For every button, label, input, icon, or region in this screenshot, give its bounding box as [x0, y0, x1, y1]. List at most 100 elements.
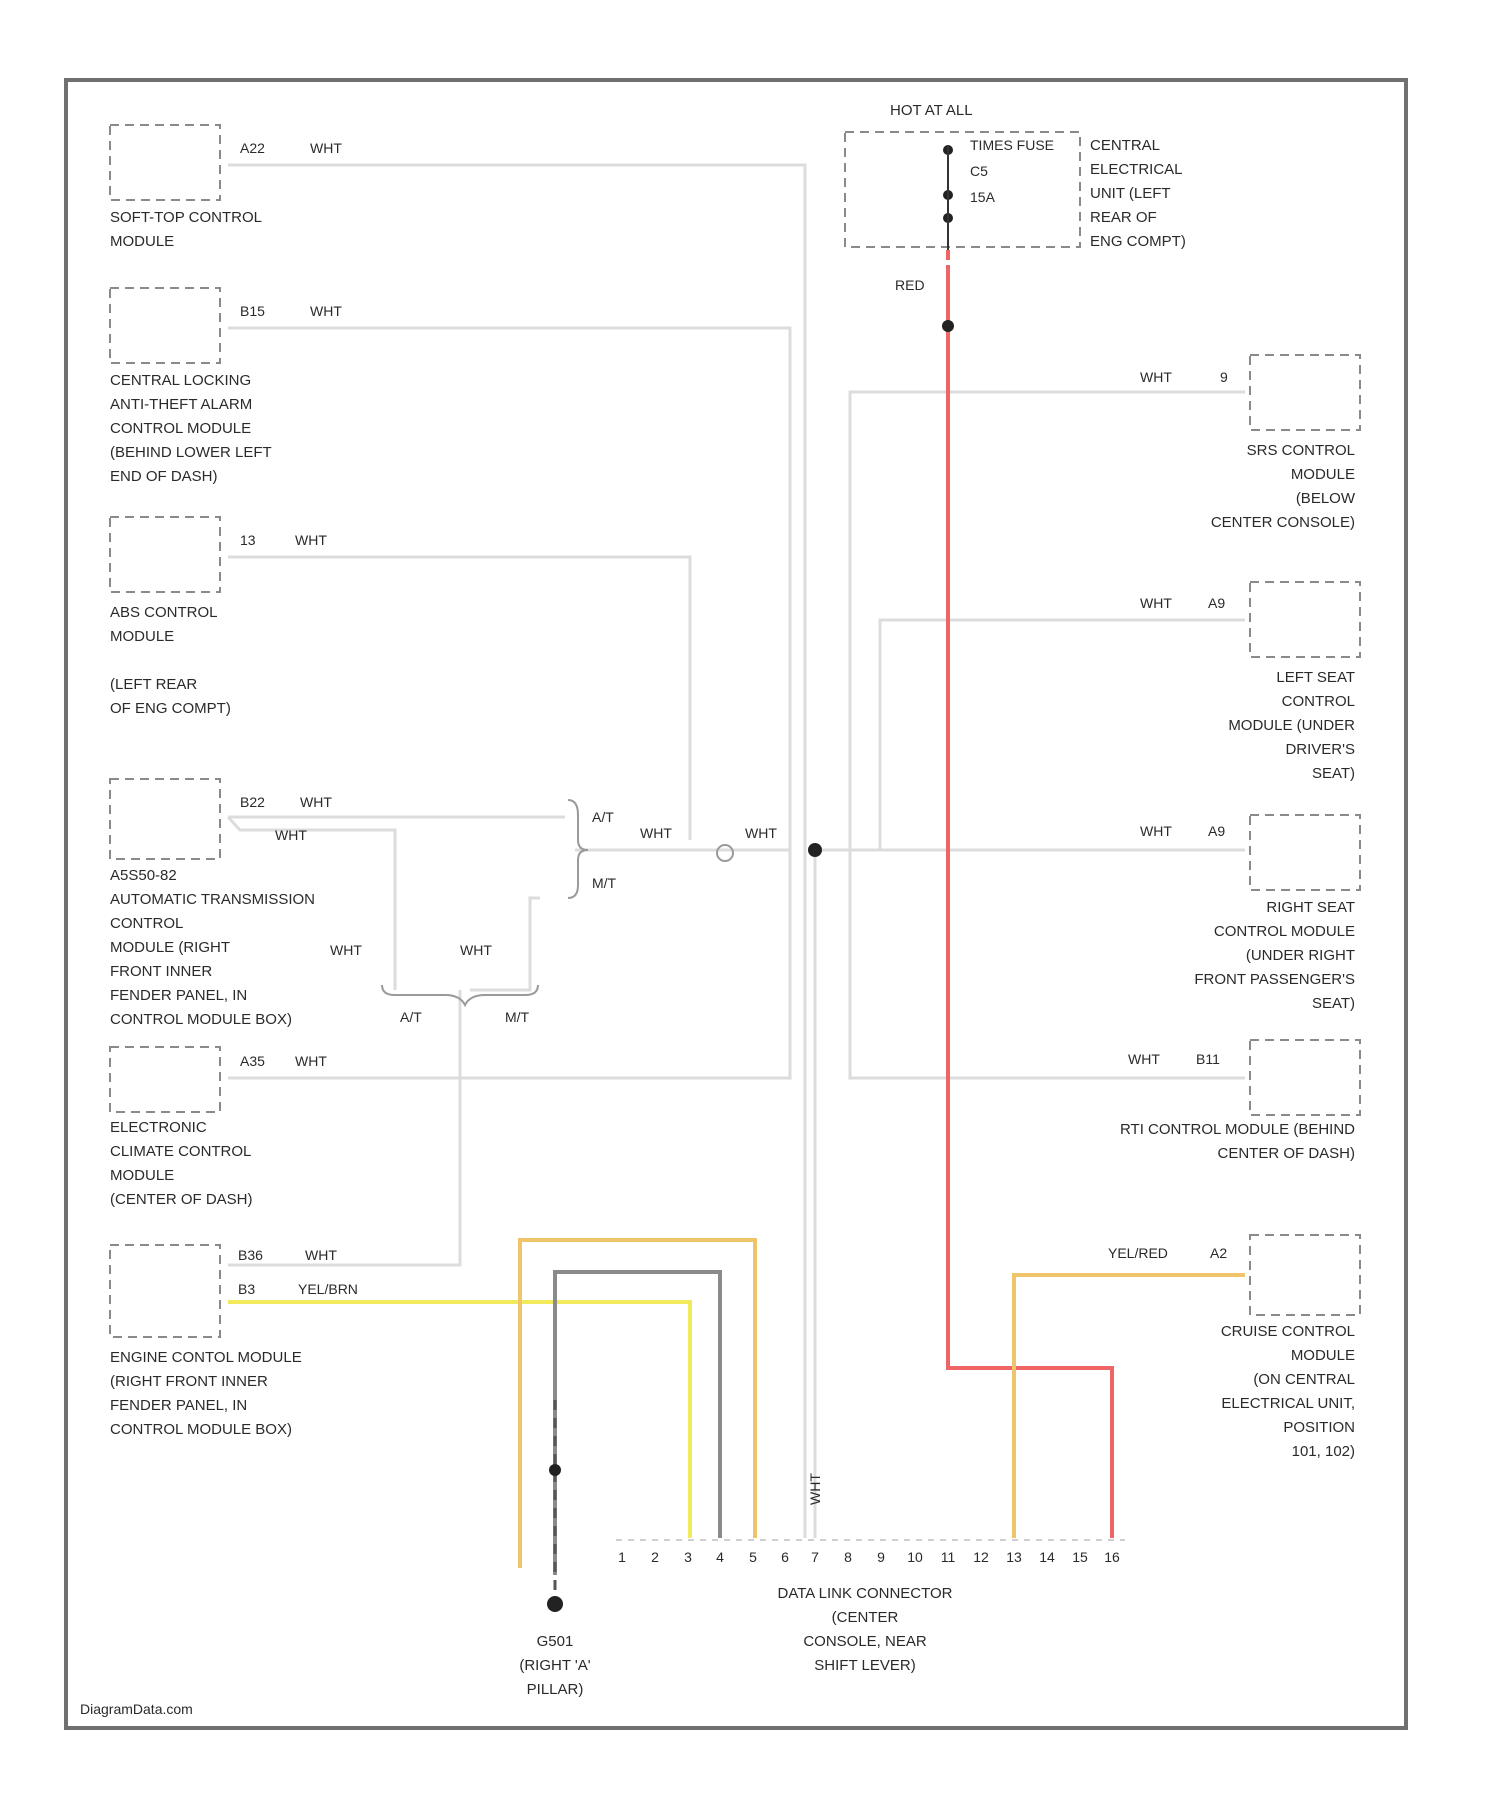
trans-label-1: A5S50-82: [110, 867, 177, 884]
dlc-label-4: SHIFT LEVER): [814, 1657, 915, 1674]
engine-label-1: ENGINE CONTOL MODULE: [110, 1349, 302, 1366]
ground-label-1: G501: [537, 1633, 574, 1650]
brace-lower-at: A/T: [400, 1009, 422, 1025]
trans-label-4: MODULE (RIGHT: [110, 939, 230, 956]
inline-connector: [717, 845, 733, 861]
rti-label-2: CENTER OF DASH): [1217, 1145, 1355, 1162]
central-locking-label-1: CENTRAL LOCKING: [110, 372, 251, 389]
white-wires: [228, 165, 1245, 1538]
abs-label-4: (LEFT REAR: [110, 676, 197, 693]
soft-top-wire-color: WHT: [310, 140, 342, 156]
dlc-label-3: CONSOLE, NEAR: [803, 1633, 927, 1650]
fuse-box-label-3: UNIT (LEFT: [1090, 185, 1171, 202]
engine-label-3: FENDER PANEL, IN: [110, 1397, 247, 1414]
central-locking-wire-color: WHT: [310, 303, 342, 319]
trans-module-box: [110, 779, 220, 859]
dlc-pin-11: 11: [941, 1549, 956, 1565]
ground-splice: [549, 1464, 561, 1476]
abs-module-box: [110, 517, 220, 592]
central-locking-label-5: END OF DASH): [110, 468, 218, 485]
dlc-pin-4: 4: [716, 1549, 724, 1565]
climate-label-4: (CENTER OF DASH): [110, 1191, 253, 1208]
engine-module-box: [110, 1245, 220, 1337]
trans-label-5: FRONT INNER: [110, 963, 212, 980]
dlc-pin-13: 13: [1006, 1549, 1022, 1565]
right-seat-module-box: [1250, 815, 1360, 890]
srs-module-box: [1250, 355, 1360, 430]
cruise-label-4: ELECTRICAL UNIT,: [1221, 1395, 1355, 1412]
engine-wire-color-b: YEL/BRN: [298, 1281, 358, 1297]
fuse-box-label-2: ELECTRICAL: [1090, 161, 1183, 178]
fuse-row-1: C5: [970, 163, 988, 179]
soft-top-module-box: [110, 125, 220, 200]
watermark: DiagramData.com: [80, 1701, 193, 1717]
cruise-pin: A2: [1210, 1245, 1227, 1261]
climate-label-3: MODULE: [110, 1167, 174, 1184]
dlc-pin-numbers: 1 2 3 4 5 6 7 8 9 10 11 12 13 14 15 16: [618, 1549, 1120, 1565]
left-seat-label-4: DRIVER'S: [1285, 741, 1355, 758]
left-seat-label-1: LEFT SEAT: [1276, 669, 1355, 686]
srs-wire-color: WHT: [1140, 369, 1172, 385]
right-seat-label-3: (UNDER RIGHT: [1246, 947, 1355, 964]
dlc-label-1: DATA LINK CONNECTOR: [777, 1585, 952, 1602]
dlc-pin-14: 14: [1039, 1549, 1055, 1565]
srs-pin: 9: [1220, 369, 1228, 385]
cruise-module-box: [1250, 1235, 1360, 1315]
srs-label-1: SRS CONTROL: [1247, 442, 1355, 459]
right-seat-label-4: FRONT PASSENGER'S: [1194, 971, 1355, 988]
engine-label-4: CONTROL MODULE BOX): [110, 1421, 292, 1438]
fuse-box-label-4: REAR OF: [1090, 209, 1157, 226]
left-seat-pin: A9: [1208, 595, 1225, 611]
dlc-pin-15: 15: [1072, 1549, 1088, 1565]
climate-module-box: [110, 1047, 220, 1112]
dlc-pin-9: 9: [877, 1549, 885, 1565]
brace-lower-mt: M/T: [505, 1009, 530, 1025]
abs-label-2: MODULE: [110, 628, 174, 645]
srs-label-2: MODULE: [1291, 466, 1355, 483]
right-seat-label-5: SEAT): [1312, 995, 1355, 1012]
red-wire: [948, 265, 1112, 1538]
left-seat-label-2: CONTROL: [1282, 693, 1355, 710]
climate-pin: A35: [240, 1053, 265, 1069]
engine-pin-b: B3: [238, 1281, 255, 1297]
rti-wire-color: WHT: [1128, 1051, 1160, 1067]
right-seat-label-1: RIGHT SEAT: [1266, 899, 1355, 916]
soft-top-label-2: MODULE: [110, 233, 174, 250]
dlc-pin7-wire-label: WHT: [807, 1473, 823, 1505]
red-splice: [942, 320, 954, 332]
right-seat-label-2: CONTROL MODULE: [1214, 923, 1355, 940]
dlc-pin-1: 1: [618, 1549, 626, 1565]
yellow-red-wire: [1014, 1275, 1245, 1538]
right-seat-wire-color: WHT: [1140, 823, 1172, 839]
fuse-row-2: 15A: [970, 189, 996, 205]
ground-label-3: PILLAR): [527, 1681, 584, 1698]
engine-pin-a: B36: [238, 1247, 263, 1263]
right-seat-pin: A9: [1208, 823, 1225, 839]
left-seat-label-5: SEAT): [1312, 765, 1355, 782]
dlc-pin-2: 2: [651, 1549, 659, 1565]
central-locking-module-box: [110, 288, 220, 363]
soft-top-label-1: SOFT-TOP CONTROL: [110, 209, 262, 226]
brace-lower-wire-right: WHT: [460, 942, 492, 958]
can-bus-splice: [808, 843, 822, 857]
fuse-times-label: TIMES FUSE: [970, 137, 1054, 153]
central-locking-label-3: CONTROL MODULE: [110, 420, 251, 437]
cruise-wire-color: YEL/RED: [1108, 1245, 1168, 1261]
srs-label-4: CENTER CONSOLE): [1211, 514, 1355, 531]
climate-label-2: CLIMATE CONTROL: [110, 1143, 251, 1160]
abs-label-5: OF ENG COMPT): [110, 700, 231, 717]
left-seat-module-box: [1250, 582, 1360, 657]
trans-wire-color-1: WHT: [300, 794, 332, 810]
brace-lower-wire-left: WHT: [330, 942, 362, 958]
abs-label-1: ABS CONTROL: [110, 604, 218, 621]
fuse-hot-label: HOT AT ALL: [890, 102, 973, 119]
rti-label-1: RTI CONTROL MODULE (BEHIND: [1120, 1121, 1355, 1138]
yellow-brown-wire: [228, 1302, 690, 1538]
central-locking-label-2: ANTI-THEFT ALARM: [110, 396, 252, 413]
cruise-label-1: CRUISE CONTROL: [1221, 1323, 1355, 1340]
ground-label-2: (RIGHT 'A': [519, 1657, 590, 1674]
trans-label-7: CONTROL MODULE BOX): [110, 1011, 292, 1028]
fuse-box-label-1: CENTRAL: [1090, 137, 1160, 154]
brace-upper-mt: M/T: [592, 875, 617, 891]
dlc-pin-12: 12: [973, 1549, 989, 1565]
